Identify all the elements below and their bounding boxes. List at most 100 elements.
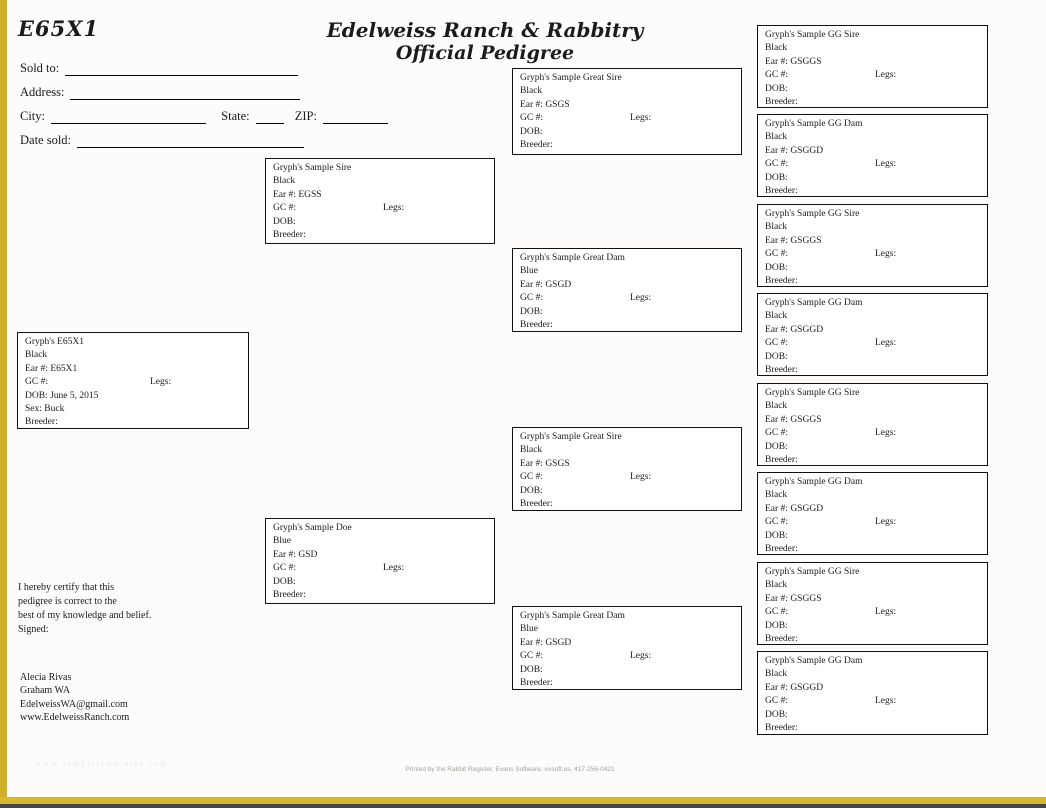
rabbit-name: Gryph's Sample Great Sire (520, 432, 622, 442)
rabbit-dob: DOB: (273, 576, 296, 587)
rabbit-dob: DOB: June 5, 2015 (25, 390, 99, 401)
legs-label: Legs: (875, 607, 897, 618)
pedigree-box-gg-dam-1: Gryph's Sample GG Dam Black Ear #: GSGGD… (757, 114, 988, 197)
certification-line: pedigree is correct to the (18, 596, 117, 607)
legs-label: Legs: (383, 203, 405, 214)
rabbit-breeder: Breeder: (765, 455, 798, 466)
rabbit-ear: Ear #: GSGD (520, 637, 572, 648)
rabbit-ear: Ear #: GSGGD (765, 324, 824, 335)
rabbit-name: Gryph's Sample GG Dam (765, 298, 863, 308)
gc-label: GC #: (765, 70, 788, 81)
pedigree-box-sire: Gryph's Sample Sire Black Ear #: EGSS GC… (265, 158, 495, 244)
sold-to-row: Sold to: (20, 61, 299, 76)
rabbit-gc-legs: GC #:Legs: (765, 248, 983, 261)
rabbit-breeder: Breeder: (765, 723, 798, 734)
rabbit-ear: Ear #: GSGGD (765, 503, 824, 514)
pedigree-box-gg-dam-4: Gryph's Sample GG Dam Black Ear #: GSGGD… (757, 651, 988, 735)
zip-label: ZIP: (294, 109, 317, 123)
rabbit-color: Black (765, 401, 788, 412)
pedigree-box-gg-dam-2: Gryph's Sample GG Dam Black Ear #: GSGGD… (757, 293, 988, 376)
rabbit-ear: Ear #: E65X1 (25, 363, 78, 374)
rabbit-gc-legs: GC #:Legs: (25, 376, 244, 389)
city-state-zip-row: City: State: ZIP: (20, 109, 388, 124)
rabbit-gc-legs: GC #:Legs: (273, 562, 490, 575)
dark-bottom-bar (0, 804, 1046, 808)
rabbit-breeder: Breeder: (520, 320, 553, 331)
breeder-website: www.EdelweissRanch.com (20, 712, 130, 724)
date-sold-row: Date sold: (20, 133, 305, 148)
pedigree-box-great-sire-2: Gryph's Sample Great Sire Black Ear #: G… (512, 427, 742, 511)
title-subtitle: Official Pedigree (395, 42, 575, 64)
pedigree-box-subject: Gryph's E65X1 Black Ear #: E65X1 GC #:Le… (17, 332, 249, 429)
legs-label: Legs: (875, 70, 897, 81)
rabbit-dob: DOB: (765, 620, 788, 631)
rabbit-breeder: Breeder: (273, 590, 306, 601)
rabbit-dob: DOB: (520, 485, 543, 496)
pedigree-box-gg-sire-1: Gryph's Sample GG Sire Black Ear #: GSGG… (757, 25, 988, 108)
gold-bottom-bar (0, 797, 1046, 804)
ranch-name: Edelweiss Ranch & Rabbitry (326, 18, 644, 42)
rabbit-name: Gryph's Sample GG Sire (765, 567, 860, 577)
city-line (51, 110, 207, 124)
rabbit-name: Gryph's Sample GG Dam (765, 477, 863, 487)
rabbit-ear: Ear #: GSGS (520, 458, 570, 469)
pedigree-box-gg-sire-3: Gryph's Sample GG Sire Black Ear #: GSGG… (757, 383, 988, 466)
legs-label: Legs: (630, 293, 652, 304)
rabbit-ear: Ear #: GSGGS (765, 56, 822, 67)
rabbit-dob: DOB: (520, 664, 543, 675)
gc-label: GC #: (765, 249, 788, 260)
rabbit-name: Gryph's Sample Great Sire (520, 73, 622, 83)
rabbit-color: Blue (520, 624, 538, 635)
rabbit-name: Gryph's Sample GG Sire (765, 209, 860, 219)
rabbit-color: Black (273, 176, 296, 187)
rabbit-name: Gryph's Sample Doe (273, 523, 352, 533)
rabbit-breeder: Breeder: (273, 230, 306, 241)
rabbit-dob: DOB: (765, 83, 788, 94)
pedigree-box-great-dam-2: Gryph's Sample Great Dam Blue Ear #: GSG… (512, 606, 742, 690)
page-title: Edelweiss Ranch & Rabbitry Official Pedi… (295, 18, 675, 65)
rabbit-ear: Ear #: GSGGS (765, 414, 822, 425)
gc-label: GC #: (765, 428, 788, 439)
rabbit-breeder: Breeder: (520, 140, 553, 151)
rabbit-breeder: Breeder: (765, 276, 798, 287)
address-line (70, 86, 301, 100)
rabbit-color: Black (520, 445, 543, 456)
watermark-text: www.sampletemplates.com (35, 758, 169, 768)
breeder-contact: Alecia Rivas Graham WA EdelweissWA@gmail… (20, 671, 129, 725)
rabbit-breeder: Breeder: (765, 634, 798, 645)
rabbit-ear: Ear #: GSGS (520, 99, 570, 110)
rabbit-color: Blue (520, 266, 538, 277)
rabbit-gc-legs: GC #:Legs: (765, 337, 983, 350)
gc-label: GC #: (520, 293, 543, 304)
gc-label: GC #: (273, 563, 296, 574)
rabbit-color: Black (765, 580, 788, 591)
rabbit-name: Gryph's Sample GG Sire (765, 30, 860, 40)
gc-label: GC #: (765, 607, 788, 618)
rabbit-color: Black (765, 311, 788, 322)
gc-label: GC #: (520, 113, 543, 124)
breeder-email: EdelweissWA@gmail.com (20, 698, 128, 710)
pedigree-box-great-sire-1: Gryph's Sample Great Sire Black Ear #: G… (512, 68, 742, 155)
gc-label: GC #: (520, 651, 543, 662)
rabbit-dob: DOB: (765, 172, 788, 183)
rabbit-name: Gryph's E65X1 (25, 337, 84, 347)
rabbit-dob: DOB: (765, 351, 788, 362)
rabbit-color: Blue (273, 536, 291, 547)
rabbit-breeder: Breeder: (765, 365, 798, 376)
rabbit-ear: Ear #: GSGD (520, 279, 572, 290)
rabbit-breeder: Breeder: (520, 499, 553, 510)
rabbit-breeder: Breeder: (765, 186, 798, 197)
pedigree-box-great-dam-1: Gryph's Sample Great Dam Blue Ear #: GSG… (512, 248, 742, 332)
rabbit-gc-legs: GC #: Legs: (520, 292, 737, 305)
rabbit-dob: DOB: (765, 441, 788, 452)
sold-to-label: Sold to: (20, 61, 60, 75)
rabbit-sex: Sex: Buck (25, 404, 65, 415)
date-sold-line (77, 134, 305, 148)
gc-label: GC #: (765, 517, 788, 528)
rabbit-breeder: Breeder: (25, 417, 58, 428)
rabbit-breeder: Breeder: (765, 544, 798, 555)
rabbit-gc-legs: GC #:Legs: (765, 158, 983, 171)
rabbit-gc-legs: GC #:Legs: (273, 202, 490, 215)
rabbit-color: Black (765, 490, 788, 501)
